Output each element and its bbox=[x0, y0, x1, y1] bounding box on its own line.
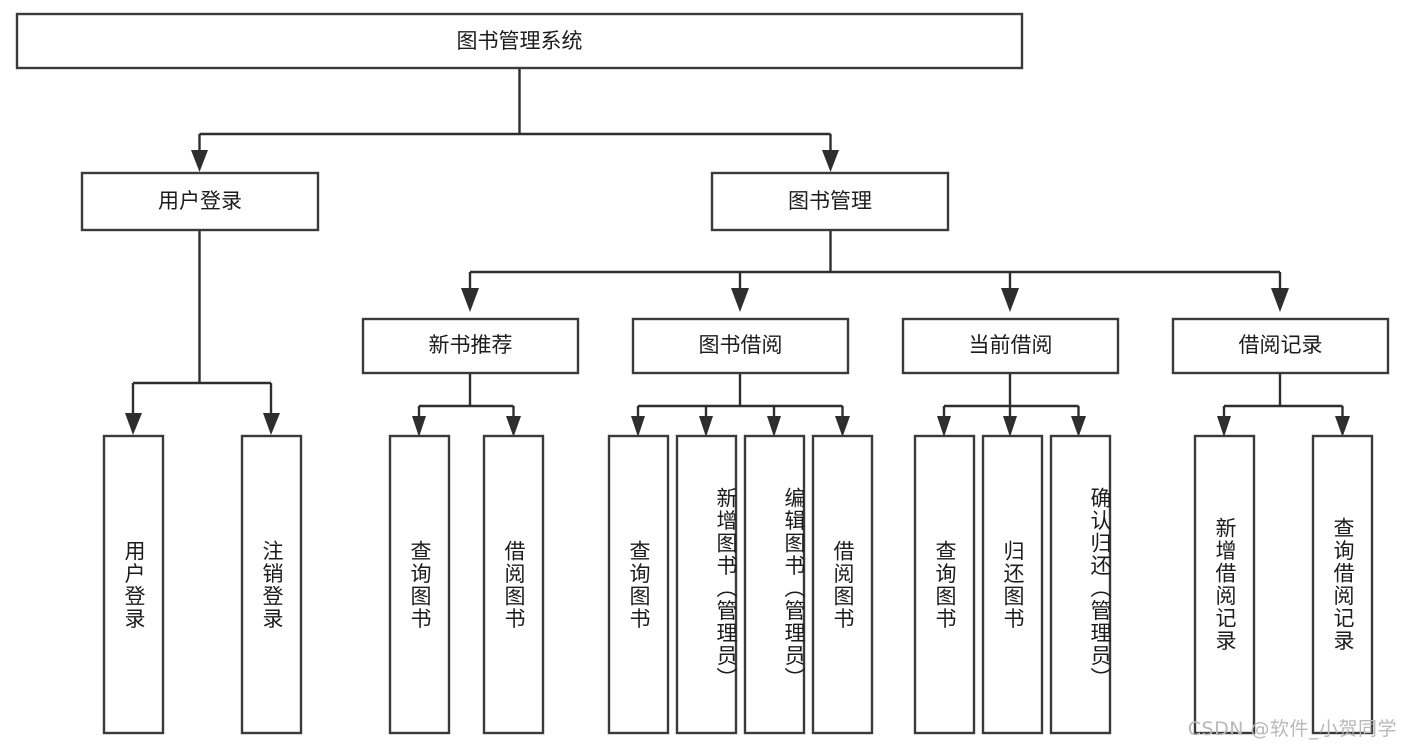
node-borrow-record-label: 借阅记录 bbox=[1239, 333, 1323, 357]
connectors-current-to-leaves bbox=[937, 374, 1086, 437]
arrowhead-leaf-logout bbox=[263, 413, 280, 435]
leaf-box-add-borrow-record[interactable] bbox=[1193, 434, 1256, 735]
arrowhead-leaf-user-login bbox=[125, 413, 142, 435]
arrowhead-borrow-leaf2 bbox=[699, 416, 713, 437]
node-new-book-recommend-label: 新书推荐 bbox=[429, 333, 513, 357]
node-borrow-record-box bbox=[1171, 317, 1390, 375]
leaf-box-return-book[interactable] bbox=[981, 434, 1044, 735]
connectors-user-login-to-leaves bbox=[125, 231, 280, 435]
csdn-watermark: CSDN @软件_小贺同学 bbox=[1187, 718, 1397, 740]
connectors-book-mgmt-to-level3 bbox=[461, 231, 1289, 312]
node-root-system[interactable]: 图书管理系统 bbox=[15, 12, 1024, 70]
arrowhead-user-login bbox=[191, 150, 208, 172]
leaf-box-logout[interactable] bbox=[240, 434, 303, 735]
leaf-box-borrow-book-2[interactable] bbox=[811, 434, 874, 735]
arrowhead-newbook-leaf1 bbox=[412, 416, 426, 437]
arrowhead-borrow-leaf4 bbox=[835, 416, 850, 437]
leaf-box-borrow-book-1[interactable] bbox=[482, 434, 545, 735]
connectors-record-to-leaves bbox=[1217, 374, 1350, 437]
node-current-borrow[interactable]: 当前借阅 bbox=[901, 317, 1120, 375]
connectors-root-to-level2 bbox=[191, 68, 839, 172]
leaf-box-query-borrow-record[interactable] bbox=[1311, 434, 1374, 735]
arrowhead-current-leaf3 bbox=[1071, 416, 1086, 437]
connectors-newbook-to-leaves bbox=[412, 374, 521, 437]
leaf-box-user-login[interactable] bbox=[102, 434, 165, 735]
arrowhead-record-leaf2 bbox=[1335, 416, 1350, 437]
arrowhead-borrow-leaf3 bbox=[767, 416, 781, 437]
leaf-box-query-book-2[interactable] bbox=[607, 434, 670, 735]
node-new-book-recommend[interactable]: 新书推荐 bbox=[361, 317, 580, 375]
leaf-nodes-group bbox=[102, 434, 1374, 735]
node-book-borrow-label: 图书借阅 bbox=[699, 333, 783, 357]
node-user-login[interactable]: 用户登录 bbox=[80, 171, 320, 232]
node-book-borrow-box bbox=[631, 317, 850, 375]
node-book-borrow[interactable]: 图书借阅 bbox=[631, 317, 850, 375]
arrowhead-current-leaf1 bbox=[937, 416, 951, 437]
arrowhead-current-leaf2 bbox=[1003, 416, 1017, 437]
leaf-box-add-book-admin[interactable] bbox=[675, 434, 738, 735]
arrowhead-borrow-leaf1 bbox=[631, 416, 645, 437]
leaf-box-edit-book-admin[interactable] bbox=[743, 434, 806, 735]
leaf-box-query-book-1[interactable] bbox=[388, 434, 451, 735]
connectors-borrow-to-leaves bbox=[631, 374, 850, 437]
leaf-box-query-book-3[interactable] bbox=[913, 434, 976, 735]
arrowhead-newbook-leaf2 bbox=[506, 416, 521, 437]
arrowhead-borrow bbox=[731, 288, 749, 312]
node-book-management-label: 图书管理 bbox=[788, 189, 872, 213]
node-book-management[interactable]: 图书管理 bbox=[710, 171, 950, 232]
node-borrow-record[interactable]: 借阅记录 bbox=[1171, 317, 1390, 375]
node-book-management-box bbox=[710, 171, 950, 232]
node-root-box bbox=[15, 12, 1024, 70]
arrowhead-record bbox=[1271, 288, 1289, 312]
leaf-box-confirm-return-admin[interactable] bbox=[1049, 434, 1112, 735]
node-current-borrow-label: 当前借阅 bbox=[969, 333, 1053, 357]
node-current-borrow-box bbox=[901, 317, 1120, 375]
arrowhead-newbook bbox=[461, 288, 479, 312]
node-user-login-label: 用户登录 bbox=[158, 189, 242, 213]
node-root-label: 图书管理系统 bbox=[457, 29, 583, 53]
arrowhead-book-mgmt bbox=[822, 150, 839, 172]
arrowhead-record-leaf1 bbox=[1217, 416, 1231, 437]
arrowhead-current bbox=[1001, 288, 1019, 312]
node-new-book-recommend-box bbox=[361, 317, 580, 375]
node-user-login-box bbox=[80, 171, 320, 232]
